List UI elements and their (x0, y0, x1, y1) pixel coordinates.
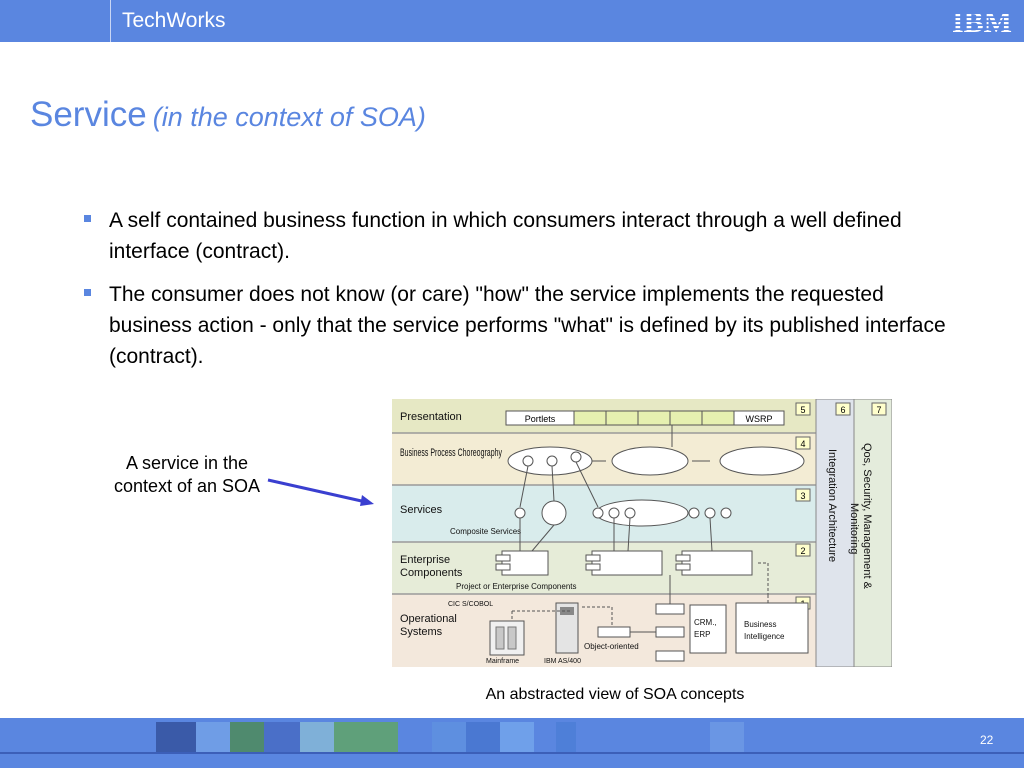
footer-tile (156, 722, 196, 752)
object-oriented-label: Object-oriented (584, 642, 639, 651)
bullet-icon (84, 215, 91, 222)
footer-tile (264, 722, 300, 752)
footer-tile (300, 722, 334, 752)
col-integration (815, 399, 855, 667)
footer-tile (230, 722, 264, 752)
crm-label-1: CRM., (694, 618, 717, 627)
bullet-text: The consumer does not know (or care) "ho… (109, 283, 946, 368)
bi-label-2: Intelligence (744, 632, 785, 641)
col-qos (853, 399, 892, 667)
col-num: 6 (840, 405, 845, 415)
ibm-logo: IBM (952, 6, 1012, 36)
layer-label: Presentation (400, 411, 462, 423)
footer-tile (196, 722, 230, 752)
layer-label: Enterprise (400, 554, 450, 566)
layer-label: Components (400, 567, 463, 579)
bullet-text: A self contained business function in wh… (109, 209, 902, 263)
bullet-item: A self contained business function in wh… (84, 205, 964, 267)
footer-tile (710, 722, 744, 752)
composite-services-label: Composite Services (450, 527, 521, 536)
portlets-label: Portlets (525, 414, 556, 424)
footer-tile (466, 722, 500, 752)
layer-num: 4 (800, 439, 805, 449)
mainframe-label: Mainframe (486, 658, 519, 665)
layer-label: Services (400, 504, 443, 516)
header-divider (110, 0, 111, 42)
soa-diagram: Presentation Business Process Choreograp… (392, 399, 892, 667)
diagram-caption: An abstracted view of SOA concepts (485, 686, 745, 703)
col-num: 7 (876, 405, 881, 415)
footer-tile (500, 722, 534, 752)
bullet-list: A self contained business function in wh… (84, 205, 964, 384)
footer-tile (334, 722, 398, 752)
layer-label: Business Process Choreography (400, 447, 502, 459)
wsrp-label: WSRP (746, 414, 773, 424)
ibm-logo-text: IBM (952, 6, 1012, 36)
layer-num: 2 (800, 546, 805, 556)
footer-rule (0, 752, 1024, 754)
title-sub: (in the context of SOA) (152, 102, 426, 132)
layer-label: Operational (400, 613, 457, 625)
page-title: Service(in the context of SOA) (30, 95, 426, 135)
title-main: Service (30, 95, 147, 134)
header-bar: TechWorks IBM (0, 0, 1024, 42)
footer-tile (432, 722, 466, 752)
layer-num: 3 (800, 491, 805, 501)
page-number: 22 (980, 733, 994, 747)
crm-label-2: ERP (694, 630, 710, 639)
bi-label-1: Business (744, 620, 776, 629)
brand-name: TechWorks (122, 9, 226, 32)
cics-label: CIC S/COBOL (448, 601, 493, 608)
bullet-icon (84, 289, 91, 296)
col-label-integration: Integration Architecture (826, 449, 838, 562)
col-label-qos-2: Monitoring (848, 503, 860, 554)
side-note: A service in the context of an SOA (113, 453, 261, 496)
col-label-qos-1: Qos, Security, Management & (861, 443, 873, 590)
footer-tile (556, 722, 576, 752)
layer-label: Systems (400, 626, 443, 638)
pointer-arrow-icon (267, 478, 374, 506)
layer-num: 5 (800, 405, 805, 415)
bullet-item: The consumer does not know (or care) "ho… (84, 279, 964, 372)
as400-label: IBM AS/400 (544, 658, 581, 665)
project-components-label: Project or Enterprise Components (456, 582, 577, 591)
